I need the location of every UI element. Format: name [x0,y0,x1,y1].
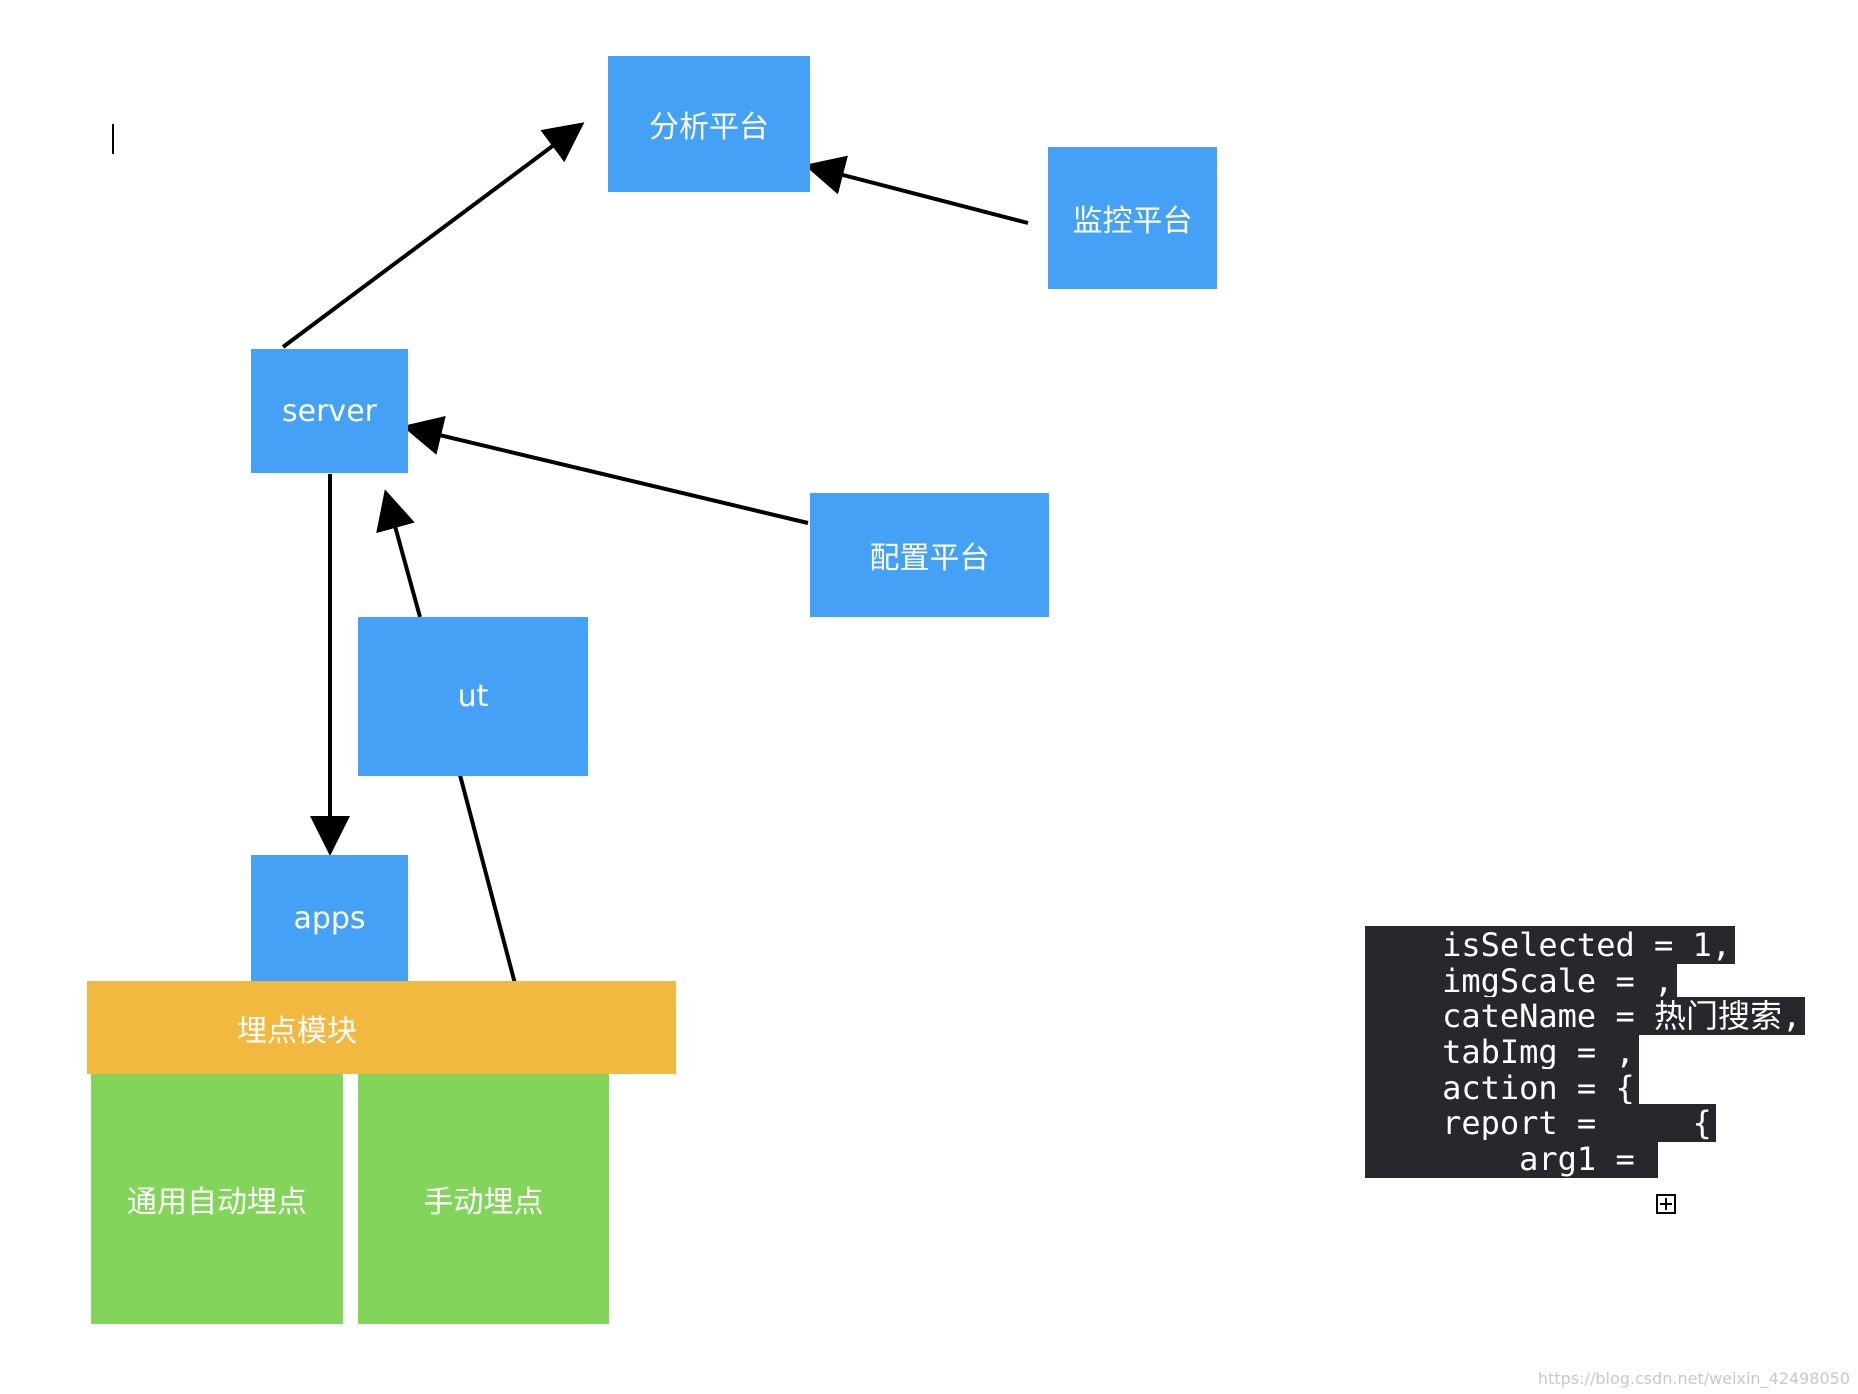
arrow-ut-to-server [376,489,422,618]
node-monitor-label: 监控平台 [1072,204,1193,239]
code-snippet: isSelected = 1, imgScale = , cateName = … [1365,926,1806,1179]
node-auto-tracking: 通用自动埋点 [91,1074,343,1324]
node-config-label: 配置平台 [869,541,990,576]
watermark: https://blog.csdn.net/weixin_42498050 [1537,1369,1850,1388]
node-auto-tracking-label: 通用自动埋点 [127,1185,307,1220]
code-line: tabImg = , [1365,1033,1805,1072]
node-monitor-platform: 监控平台 [1048,147,1217,289]
arrow-server-to-analysis [281,122,585,349]
code-line: isSelected = 1, [1365,926,1805,964]
arrow-config-to-server [402,415,809,525]
node-analysis-platform: 分析平台 [608,56,810,192]
line-module-to-ut [458,774,520,996]
node-analysis-label: 分析平台 [649,110,769,145]
code-line: cateName = 热门搜索, [1365,997,1806,1036]
node-manual-tracking: 手动埋点 [358,1074,609,1324]
node-server-label: server [282,393,377,429]
node-tracking-module: 埋点模块 [87,981,676,1074]
node-ut-label: ut [457,679,489,714]
expand-icon[interactable] [1656,1194,1676,1214]
code-line: arg1 = [1365,1140,1805,1179]
node-ut: ut [358,617,588,776]
node-config-platform: 配置平台 [810,493,1049,617]
node-manual-tracking-label: 手动埋点 [423,1185,544,1220]
code-line: report = { [1365,1104,1805,1143]
node-apps: apps [251,855,408,981]
node-tracking-module-label: 埋点模块 [237,1013,357,1049]
code-line: imgScale = , [1365,961,1805,1000]
node-apps-label: apps [293,900,366,936]
text-cursor [112,124,114,154]
arrow-monitor-to-analysis [804,155,1029,225]
code-line: action = { [1365,1068,1805,1107]
node-server: server [251,349,408,473]
